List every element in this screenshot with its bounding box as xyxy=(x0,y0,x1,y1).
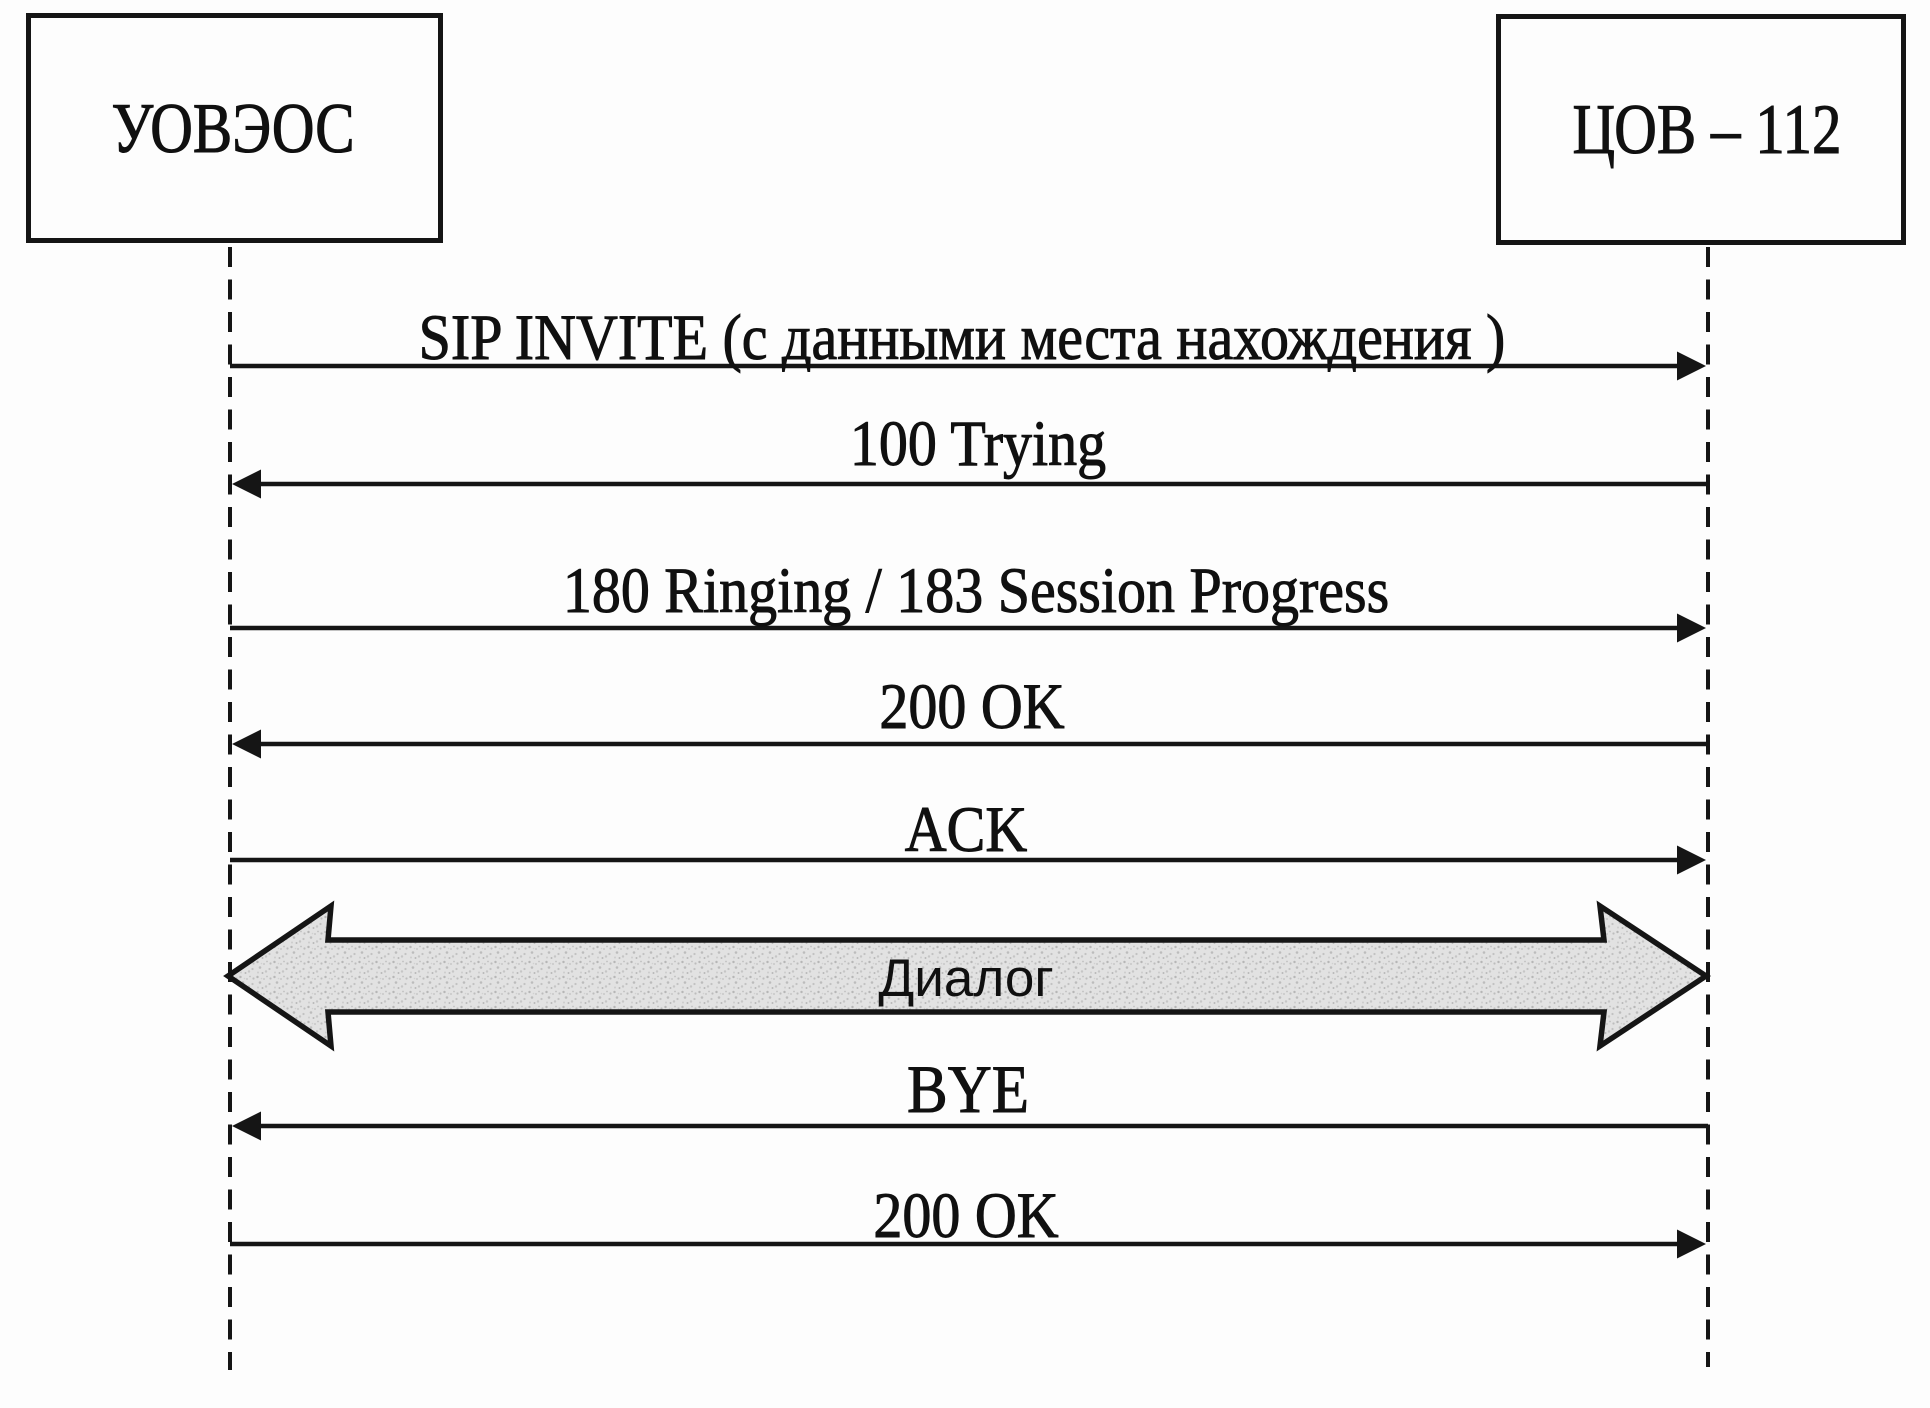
svg-text:УОВЭОС: УОВЭОС xyxy=(111,90,354,168)
svg-text:BYE: BYE xyxy=(907,1052,1029,1128)
svg-text:200 OK: 200 OK xyxy=(873,1180,1058,1252)
svg-text:Диалог: Диалог xyxy=(878,949,1053,1008)
svg-text:ACK: ACK xyxy=(905,794,1027,866)
svg-text:180 Ringing / 183 Session Prog: 180 Ringing / 183 Session Progress xyxy=(563,555,1389,627)
svg-text:ЦОВ – 112: ЦОВ – 112 xyxy=(1572,91,1841,169)
svg-text:SIP INVITE (с данными места на: SIP INVITE (с данными места нахождения ) xyxy=(419,302,1506,374)
svg-text:200 OK: 200 OK xyxy=(879,671,1064,743)
svg-text:100 Trying: 100 Trying xyxy=(850,408,1106,480)
